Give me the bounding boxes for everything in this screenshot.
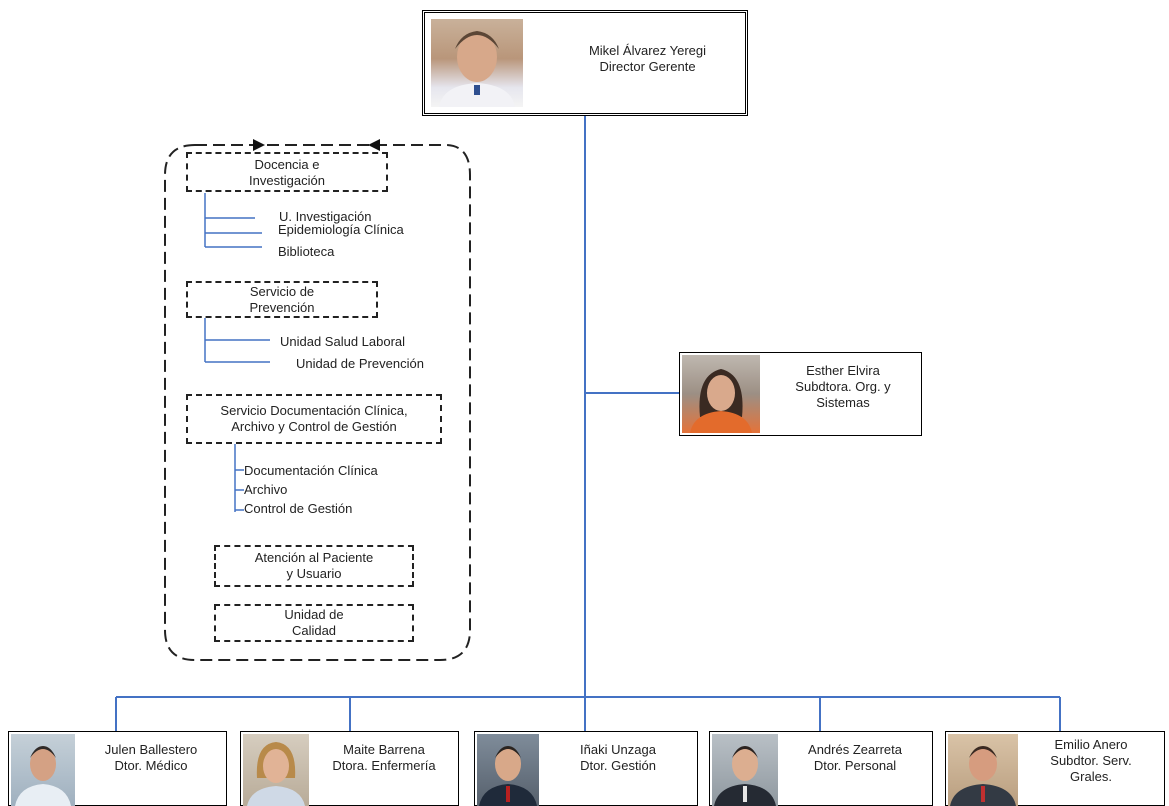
unit-atencion-paciente[interactable]: Atención al Paciente y Usuario: [214, 545, 414, 587]
person-icon: [714, 746, 776, 806]
unit-calidad-title-2: Calidad: [291, 623, 337, 638]
director-gestion-role: Dtor. Gestión: [580, 758, 656, 773]
org-systems-photo: [682, 355, 760, 433]
director-gestion-name: Iñaki Unzaga: [580, 742, 656, 757]
child-salud-laboral: Unidad Salud Laboral: [280, 334, 406, 349]
person-icon: [15, 746, 71, 806]
director-photo: [431, 19, 523, 107]
unit-documentacion[interactable]: Servicio Documentación Clínica, Archivo …: [186, 394, 442, 444]
unit-atencion-title-1: Atención al Paciente: [254, 550, 374, 565]
org-systems-role-2: Sistemas: [816, 395, 870, 410]
director-servicios-role: Subdtor. Serv.: [1050, 753, 1132, 768]
staff-group-frame: [164, 144, 471, 661]
director-enfermeria-role: Dtora. Enfermería: [332, 758, 436, 773]
child-archivo: Archivo: [244, 482, 288, 497]
unit-documentacion-title-1: Servicio Documentación Clínica,: [220, 403, 408, 418]
person-icon: [247, 742, 305, 806]
unit-documentacion-title-2: Archivo y Control de Gestión: [231, 419, 397, 434]
director-personal-label: Andrés Zearreta Dtor. Personal: [778, 742, 932, 774]
director-personal-role: Dtor. Personal: [813, 758, 897, 773]
director-card-servicios-generales[interactable]: Emilio Anero Subdtor. Serv. Grales.: [945, 731, 1165, 806]
director-gestion-label: Iñaki Unzaga Dtor. Gestión: [539, 742, 697, 774]
org-systems-role-1: Subdtora. Org. y: [795, 379, 891, 394]
unit-atencion-title-2: y Usuario: [286, 566, 342, 581]
org-systems-card[interactable]: Esther Elvira Subdtora. Org. y Sistemas: [679, 352, 922, 436]
person-icon: [439, 31, 515, 107]
unit-docencia[interactable]: Docencia e Investigación: [186, 152, 388, 192]
director-enfermeria-name: Maite Barrena: [343, 742, 425, 757]
director-personal-photo: [712, 734, 778, 806]
child-u-investigacion: U. Investigación: [279, 209, 372, 224]
director-enfermeria-photo: [243, 734, 309, 806]
director-servicios-role-2: Grales.: [1070, 769, 1112, 784]
child-unidad-prevencion: Unidad de Prevención: [296, 356, 424, 371]
org-systems-name: Esther Elvira: [806, 363, 880, 378]
director-card-personal[interactable]: Andrés Zearreta Dtor. Personal: [709, 731, 933, 806]
director-card-gestion[interactable]: Iñaki Unzaga Dtor. Gestión: [474, 731, 698, 806]
director-name: Mikel Álvarez Yeregi: [588, 43, 707, 58]
unit-docencia-title-1: Docencia e: [254, 157, 320, 172]
child-epidemiologia: Epidemiología Clínica: [278, 222, 404, 237]
arrow-left-icon: [368, 139, 380, 151]
unit-calidad-title-1: Unidad de: [284, 607, 344, 622]
unit-prevencion[interactable]: Servicio de Prevención: [186, 281, 378, 318]
director-personal-name: Andrés Zearreta: [808, 742, 902, 757]
director-servicios-photo: [948, 734, 1018, 806]
director-medico-photo: [11, 734, 75, 806]
unit-prevencion-title-1: Servicio de: [249, 284, 315, 299]
director-gestion-photo: [477, 734, 539, 806]
child-documentacion-clinica: Documentación Clínica: [244, 463, 378, 478]
arrow-right-icon: [253, 139, 265, 151]
director-label: Mikel Álvarez Yeregi Director Gerente: [545, 43, 750, 75]
director-card-medico[interactable]: Julen Ballestero Dtor. Médico: [8, 731, 227, 806]
director-medico-role: Dtor. Médico: [114, 758, 188, 773]
director-enfermeria-label: Maite Barrena Dtora. Enfermería: [309, 742, 459, 774]
director-medico-label: Julen Ballestero Dtor. Médico: [75, 742, 227, 774]
director-card[interactable]: Mikel Álvarez Yeregi Director Gerente: [422, 10, 748, 116]
director-role: Director Gerente: [599, 59, 696, 74]
unit-prevencion-title-2: Prevención: [249, 300, 315, 315]
person-icon: [950, 746, 1016, 806]
child-control-gestion: Control de Gestión: [244, 501, 353, 516]
unit-docencia-title-2: Investigación: [249, 173, 325, 188]
person-icon: [690, 369, 752, 433]
person-icon: [479, 746, 537, 806]
director-medico-name: Julen Ballestero: [104, 742, 198, 757]
org-systems-label: Esther Elvira Subdtora. Org. y Sistemas: [768, 363, 918, 411]
child-biblioteca: Biblioteca: [278, 244, 335, 259]
director-servicios-label: Emilio Anero Subdtor. Serv. Grales.: [1018, 737, 1164, 785]
director-card-enfermeria[interactable]: Maite Barrena Dtora. Enfermería: [240, 731, 459, 806]
director-servicios-name: Emilio Anero: [1054, 737, 1128, 752]
unit-calidad[interactable]: Unidad de Calidad: [214, 604, 414, 642]
